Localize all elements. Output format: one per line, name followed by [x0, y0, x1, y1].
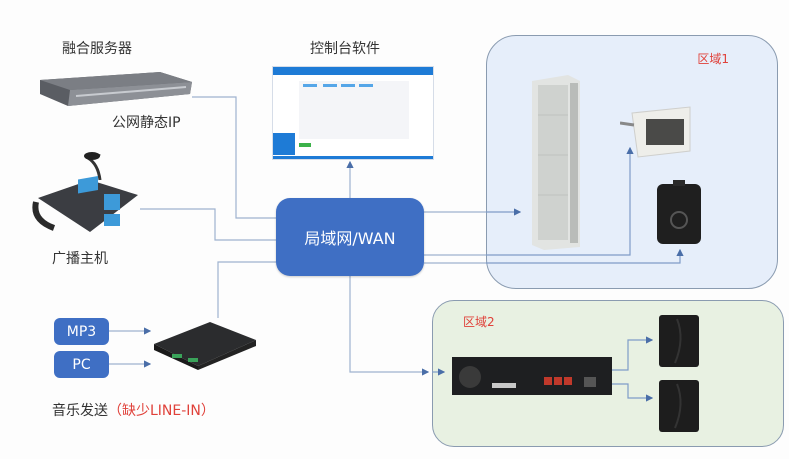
- note-open: （: [108, 403, 122, 419]
- line-server-hub: [192, 96, 276, 219]
- column-speaker-icon: [532, 75, 580, 250]
- pc-source: PC: [54, 351, 109, 378]
- broadcast-phone-icon: [32, 152, 138, 232]
- music-sender-text: 音乐发送: [52, 403, 108, 419]
- music-sender-label: 音乐发送（缺少LINE-IN）: [52, 400, 215, 420]
- zone-1-label: 区域1: [697, 52, 729, 66]
- amplifier-icon: [452, 357, 612, 395]
- app-titlebar: [273, 67, 433, 75]
- zone-2-label: 区域2: [463, 315, 495, 329]
- mp3-source: MP3: [54, 318, 109, 345]
- broadcast-host-label: 广播主机: [52, 251, 108, 267]
- zone2-speaker-top-icon: [659, 315, 699, 367]
- console-software-screenshot: [272, 66, 434, 160]
- horn-speaker-icon: [620, 106, 691, 158]
- lan-wan-hub: 局域网/WAN: [276, 198, 424, 276]
- note-close: ）: [200, 403, 215, 419]
- line-hub-zone2: [349, 276, 430, 376]
- audio-gateway-icon: [154, 322, 256, 370]
- line-phone-hub: [140, 208, 276, 241]
- missing-line-in-note: 缺少LINE-IN: [122, 403, 201, 419]
- server-label: 融合服务器: [62, 41, 132, 57]
- zone2-speaker-bottom-icon: [659, 380, 699, 432]
- server-sublabel: 公网静态IP: [112, 115, 181, 131]
- server-device-icon: [40, 72, 192, 106]
- wall-speaker-black-icon: [657, 180, 701, 244]
- app-logo-tile: [273, 133, 295, 155]
- line-gateway-hub: [217, 261, 276, 318]
- app-canvas: [299, 81, 409, 139]
- console-software-label: 控制台软件: [310, 41, 380, 57]
